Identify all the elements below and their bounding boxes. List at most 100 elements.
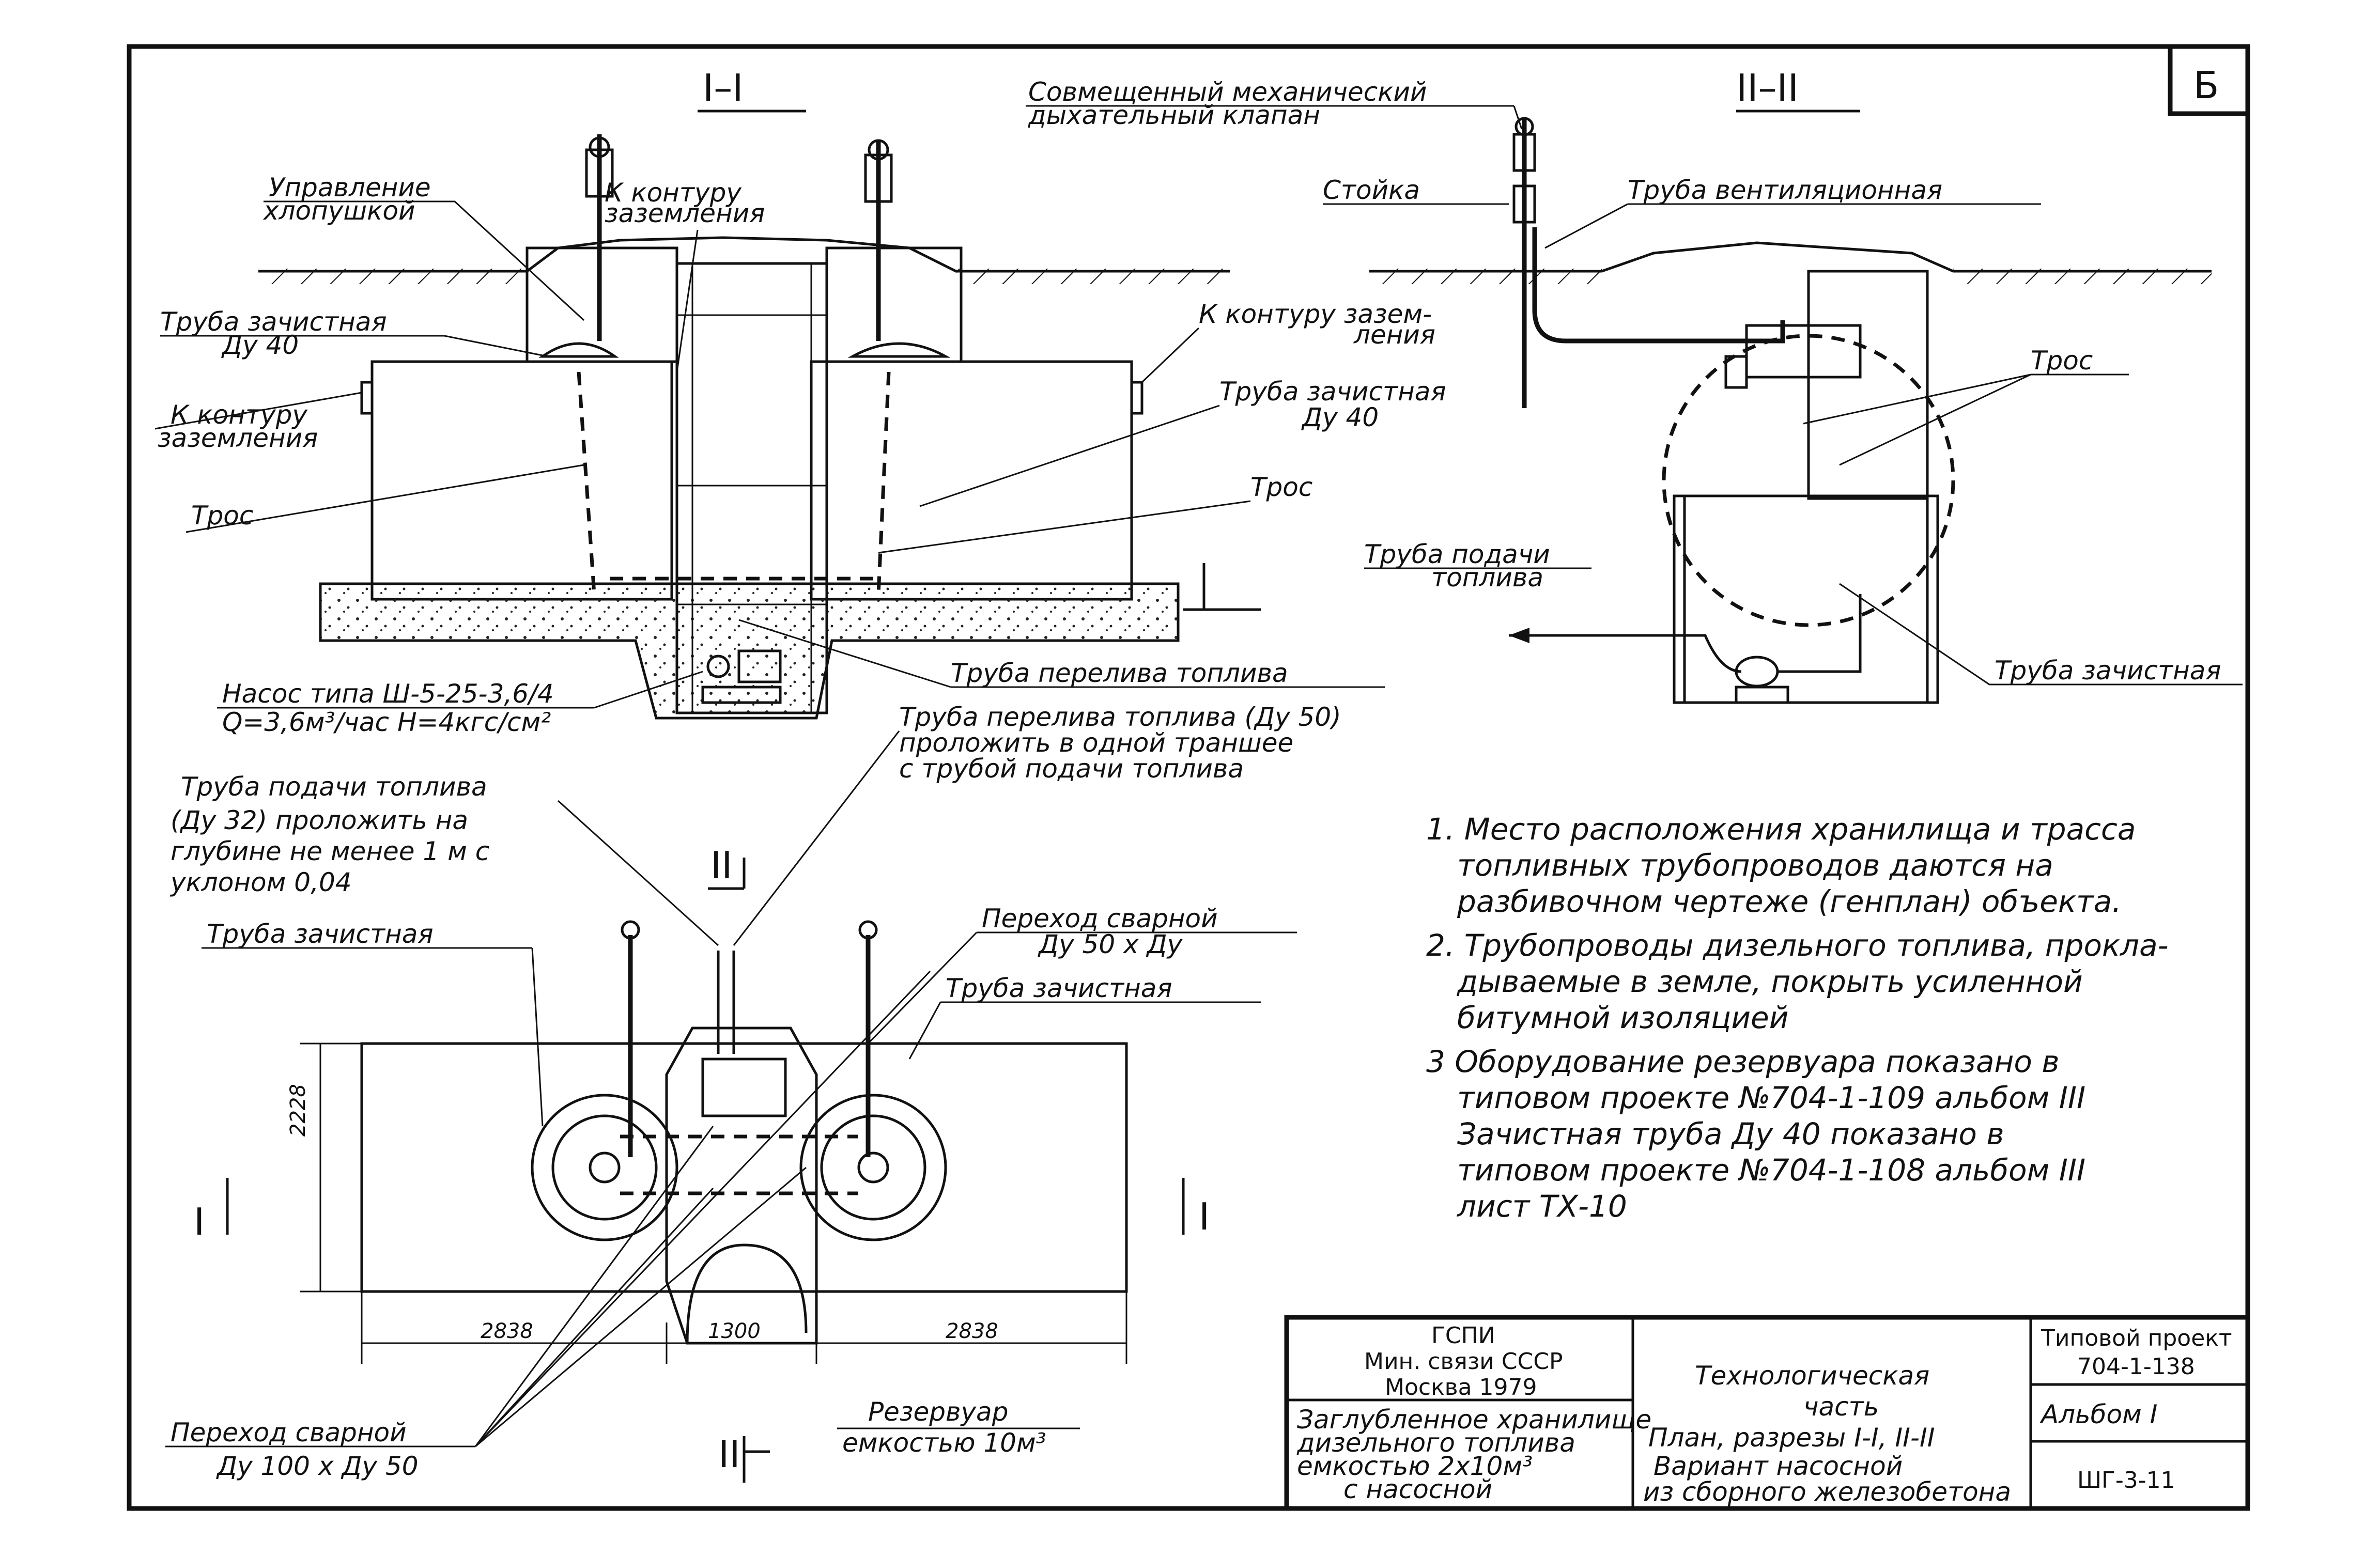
notes: 1. Место расположения хранилища и трасса…	[1426, 812, 2169, 1224]
note-line: дываемые в земле, покрыть усиленной	[1457, 964, 2083, 999]
drawing-line: План, разрезы I-I, II-II	[1648, 1423, 1935, 1453]
tank-left	[370, 360, 673, 601]
note-line: топливных трубопроводов даются на	[1457, 848, 2053, 883]
label-strip-pipe-2: Труба зачистная	[1995, 656, 2221, 686]
label-overflow-plan-1: Труба перелива топлива (Ду 50)	[899, 702, 1341, 732]
label-feed-plan-4: уклоном 0,04	[169, 867, 352, 897]
label-strip-pipe-right-2: Ду 40	[1301, 402, 1379, 432]
plan-tank-left	[531, 1094, 678, 1241]
label-flap-control-2: хлопушкой	[262, 196, 415, 226]
label-transition-bottom-2: Ду 100 х Ду 50	[216, 1451, 419, 1481]
org-line: Москва 1979	[1385, 1374, 1537, 1401]
project-number: 704-1-138	[2077, 1353, 2195, 1380]
label-post: Стойка	[1323, 175, 1420, 205]
note-line: лист ТХ-10	[1457, 1189, 1627, 1224]
dim-right-width: 2838	[946, 1319, 998, 1343]
note-line: типовом проекте №704-1-108 альбом III	[1457, 1153, 2085, 1188]
label-strip-pipe-left-2: Ду 40	[221, 330, 299, 360]
section-2-title: II–II	[1736, 66, 1799, 110]
label-ground-loop-left-2: заземления	[158, 423, 318, 453]
label-ground-loop-right-1: К контуру зазем-	[1199, 299, 1432, 329]
pump-pit	[675, 262, 828, 714]
label-transition-top-1: Переход сварной	[982, 904, 1218, 933]
label-transition-top-2: Ду 50 х Ду	[1038, 929, 1183, 959]
plan-view: II I I II 2228 2838 1300 2838 Труба пере…	[165, 702, 1341, 1483]
sheet-letter-box	[2168, 44, 2250, 116]
label-strip-plan-left: Труба зачистная	[207, 919, 434, 949]
ground-line-2	[1369, 241, 2212, 284]
dim-height: 2228	[286, 1084, 310, 1137]
org-line: ГСПИ	[1431, 1322, 1495, 1349]
drawing-line: Вариант насосной	[1653, 1451, 1903, 1481]
note-line: битумной изоляцией	[1457, 1000, 1788, 1035]
label-overflow-plan-3: с трубой подачи топлива	[899, 754, 1244, 784]
note-line: разбивочном чертеже (генплан) объекта.	[1457, 884, 2122, 919]
section-mark-i-left: I	[194, 1200, 205, 1243]
project-label: Типовой проект	[2041, 1325, 2232, 1351]
org-line: Мин. связи СССР	[1364, 1348, 1563, 1375]
label-reservoir-1: Резервуар	[868, 1397, 1008, 1427]
dim-middle-width: 1300	[708, 1319, 761, 1343]
label-strip-pipe-left-1: Труба зачистная	[160, 307, 387, 337]
label-cable-2: Трос	[2031, 346, 2093, 376]
sheet-code: ШГ-3-11	[2077, 1467, 2175, 1493]
label-ground-loop-right-2: ления	[1353, 320, 1435, 350]
label-pump-1: Насос типа Ш-5-25-3,6/4	[222, 679, 554, 709]
tank-section-2	[1662, 334, 1955, 627]
section-1-title: I–I	[703, 66, 743, 110]
note-line: типовом проекте №704-1-109 альбом III	[1457, 1080, 2085, 1115]
vent-pipe	[1532, 227, 1785, 344]
label-ground-loop-top-1: К контуру	[605, 178, 742, 208]
album: Альбом I	[2039, 1399, 2157, 1429]
label-strip-pipe-right-1: Труба зачистная	[1219, 377, 1446, 407]
label-strip-plan-right: Труба зачистная	[946, 973, 1172, 1003]
label-cable-right: Трос	[1250, 472, 1312, 502]
object-line: с насосной	[1343, 1474, 1492, 1504]
object-line: емкостью 2х10м³	[1297, 1451, 1533, 1481]
label-pump-2: Q=3,6м³/час Н=4кгс/см²	[222, 707, 551, 737]
pump-symbol	[737, 649, 782, 683]
label-ground-loop-left-1: К контуру	[171, 400, 308, 430]
note-line: 3 Оборудование резервуара показано в	[1426, 1044, 2060, 1079]
note-line: 2. Трубопроводы дизельного топлива, прок…	[1426, 928, 2169, 963]
label-overflow-plan-2: проложить в одной траншее	[899, 728, 1293, 758]
pit-2	[1673, 494, 1939, 704]
ground-line-1	[258, 236, 1230, 284]
label-flap-control-1: Управление	[269, 173, 431, 203]
label-feed-plan-3: глубине не менее 1 м с	[171, 836, 489, 866]
label-feed-plan-2: (Ду 32) проложить на	[171, 805, 468, 835]
label-breather-valve-1: Совмещенный механический	[1028, 77, 1427, 107]
note-line: 1. Место расположения хранилища и трасса	[1426, 812, 2136, 847]
label-transition-bottom-1: Переход сварной	[171, 1418, 407, 1448]
label-feed-pipe-2-1: Труба подачи	[1364, 539, 1550, 569]
section-mark-i-right: I	[1199, 1195, 1210, 1238]
plan-tank-right	[799, 1094, 947, 1241]
object-line: дизельного топлива	[1296, 1428, 1575, 1458]
plan-pump-house	[665, 1026, 818, 1345]
section-line: Технологическая	[1695, 1361, 1929, 1391]
section-line: часть	[1803, 1392, 1879, 1422]
manhole-left	[526, 246, 678, 363]
object-line: Заглубленное хранилище	[1297, 1405, 1651, 1435]
manhole-right	[825, 246, 963, 363]
label-feed-plan-1: Труба подачи топлива	[181, 772, 487, 802]
label-feed-pipe-2-2: топлива	[1431, 563, 1543, 593]
section-mark-ii-bottom: II	[718, 1433, 740, 1476]
label-vent-pipe: Труба вентиляционная	[1628, 175, 1942, 205]
section-1-1: I–I	[154, 66, 1446, 737]
tank-right	[810, 360, 1133, 601]
note-line: Зачистная труба Ду 40 показано в	[1457, 1116, 2004, 1152]
label-breather-valve-2: дыхательный клапан	[1028, 100, 1320, 130]
drawing-frame	[127, 44, 2250, 1511]
sheet-letter: Б	[2193, 64, 2219, 107]
title-block: ГСПИ Мин. связи СССР Москва 1979 Заглубл…	[1284, 1315, 2250, 1511]
section-2-2: II–II Совмещенный механический дыхательн…	[1026, 66, 2243, 704]
label-ground-loop-top-2: заземления	[605, 198, 765, 228]
label-reservoir-2: емкостью 10м³	[842, 1428, 1046, 1458]
dim-left-width: 2838	[481, 1319, 533, 1343]
label-overflow-pipe-1: Труба перелива топлива	[951, 658, 1288, 688]
drawing-line: из сборного железобетона	[1643, 1477, 2011, 1507]
plan-outline	[360, 1042, 1128, 1293]
section-mark-ii-plan: II	[710, 844, 732, 887]
